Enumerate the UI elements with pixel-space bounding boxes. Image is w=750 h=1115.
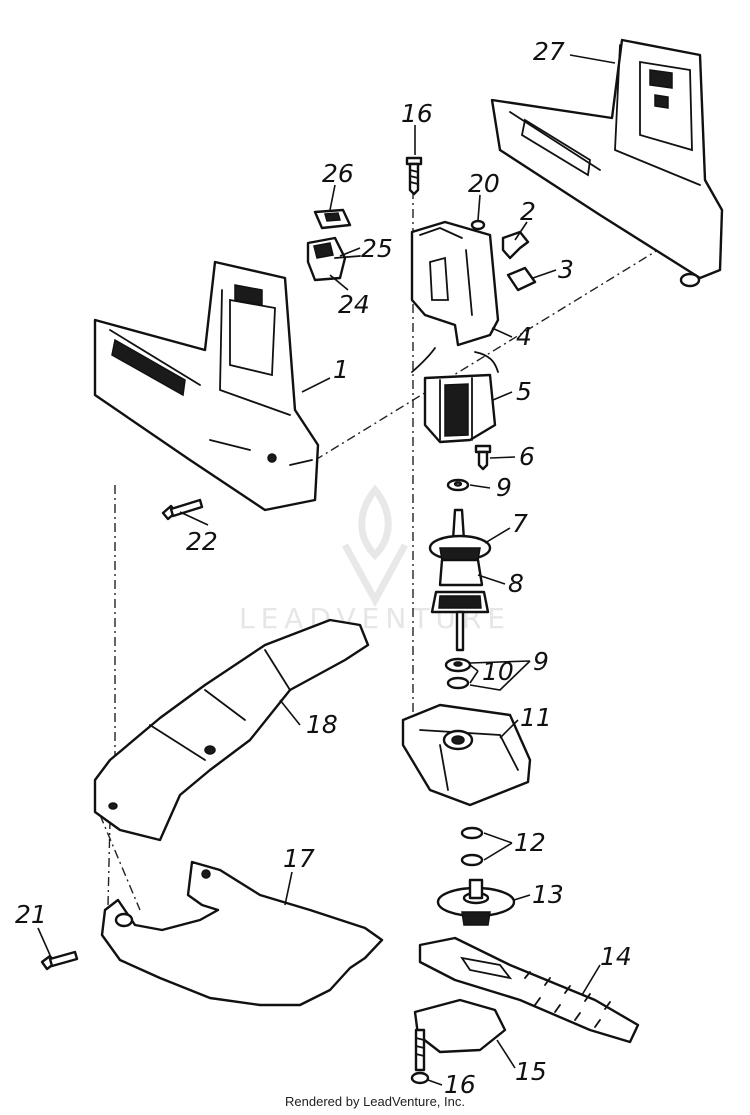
part-12-washers [460,826,484,867]
part-9-washer-upper [446,478,470,492]
callout-8: 8 [508,569,524,598]
callout-7: 7 [512,509,528,538]
callout-18: 18 [306,710,338,739]
callout-3: 3 [558,255,574,284]
part-3-brush [506,266,537,292]
callout-25: 25 [361,234,393,263]
part-6-screw [474,444,492,471]
part-22-screw [161,498,204,521]
callout-9-lower: 9 [533,647,549,676]
callout-15: 15 [515,1057,547,1086]
render-credit: Rendered by LeadVenture, Inc. [285,1094,465,1109]
watermark-flame-logo [341,484,409,608]
callout-16-bottom: 16 [444,1070,476,1099]
callout-12: 12 [514,828,546,857]
part-18-handle [93,618,370,842]
callout-22: 22 [186,527,218,556]
callout-16-top: 16 [401,99,433,128]
part-2-bracket [501,230,530,260]
callout-14: 14 [600,942,632,971]
callout-1: 1 [333,355,349,384]
callout-17: 17 [283,844,315,873]
part-17-guard [100,860,384,1007]
part-21-screw [40,950,79,971]
part-11-gear-case [401,703,532,807]
callout-13: 13 [532,880,564,909]
assembly-line-guard-screw [99,814,141,911]
part-26-switch-button [313,208,352,230]
callout-4: 4 [516,322,532,351]
part-24-25-switch [306,236,361,282]
part-5-stator [411,347,499,444]
callout-5: 5 [516,377,532,406]
callout-27: 27 [533,37,565,66]
part-16-screw-top [405,156,423,196]
callout-20: 20 [468,169,500,198]
part-15-cover-plate [413,998,507,1054]
part-7-8-armature [428,508,492,652]
callout-labels: 27 16 26 20 2 25 3 24 4 1 5 6 9 22 7 8 1… [15,37,632,1099]
part-4-motor-bracket [410,220,500,347]
callout-9-upper: 9 [496,473,512,502]
part-16-screw-bottom [410,1028,430,1085]
part-1-left-housing [93,260,320,512]
callout-2: 2 [520,197,536,226]
callout-21: 21 [15,900,47,929]
callout-6: 6 [519,442,535,471]
callout-11: 11 [520,703,552,732]
part-14-blade [418,936,640,1044]
part-13-drive-gear [436,878,516,926]
assembly-line-housing-screw [249,214,716,501]
callout-24: 24 [338,290,370,319]
leader-lines [37,54,616,1086]
part-20-washer [470,219,486,231]
callout-26: 26 [322,159,354,188]
part-10-9-washers [444,657,472,690]
part-27-right-housing [490,38,724,288]
assembly-line-guard-lower [107,819,111,906]
callout-10: 10 [482,657,514,686]
